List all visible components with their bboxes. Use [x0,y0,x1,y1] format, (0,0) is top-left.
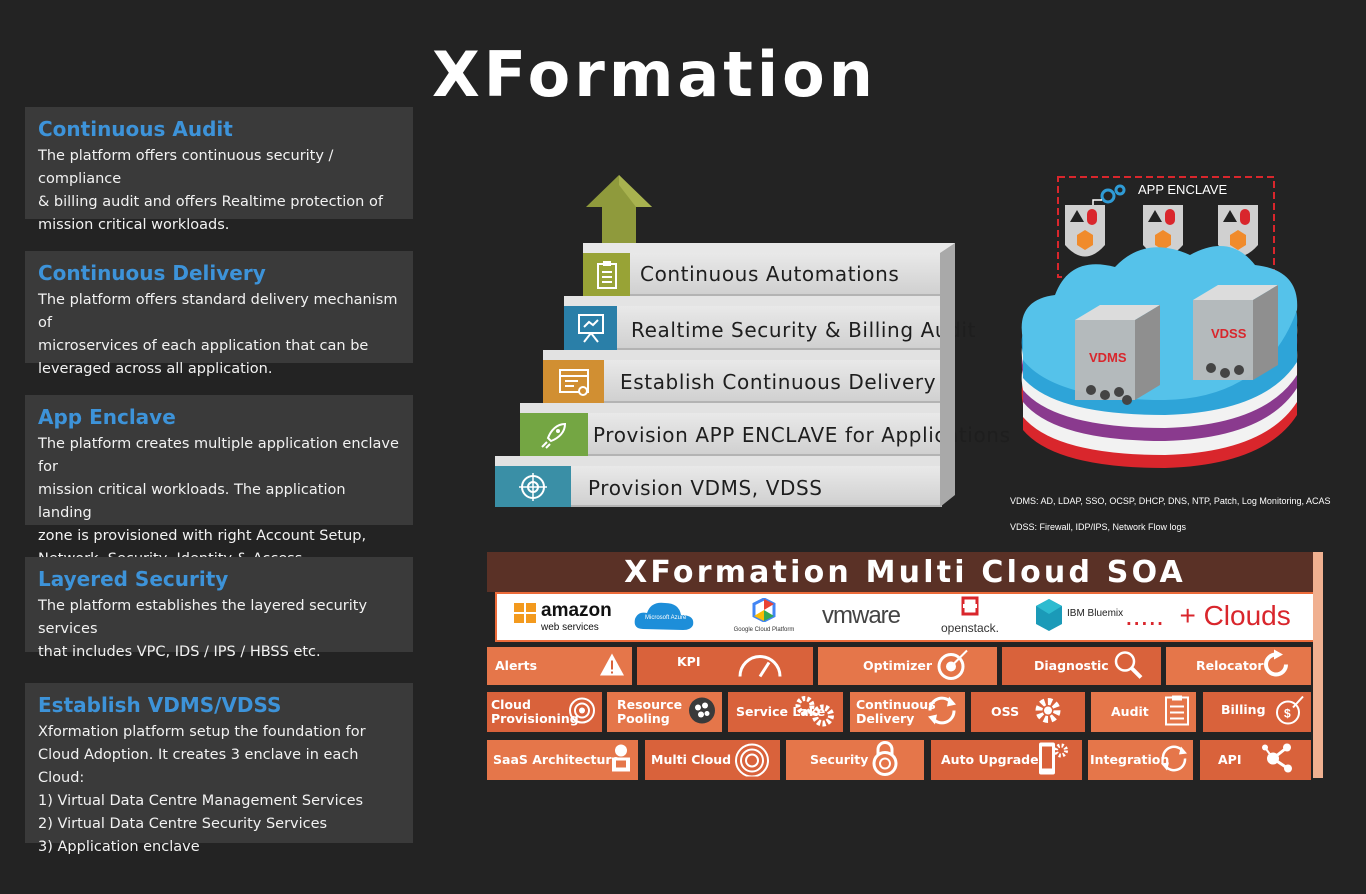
module-optimizer: Optimizer [818,647,997,685]
aws-cubes-icon [514,603,536,623]
app-enclave-label: APP ENCLAVE [1138,182,1228,197]
google-cloud-logo: Google Cloud Platform [733,597,795,633]
gauge-icon [737,651,783,682]
vdss-label: VDSS [1211,326,1247,341]
module-kpi: KPI [637,647,813,685]
stair-label: Establish Continuous Delivery [620,370,937,394]
module-security: Security [786,740,924,780]
info-layered-security: Layered Security The platform establishe… [25,557,413,660]
presentation-icon [564,306,617,350]
stair-label: Realtime Security & Billing Audit [631,318,977,342]
info-heading: Continuous Delivery [38,261,266,285]
module-audit: Audit [1091,692,1196,732]
stair-side-shade [940,243,955,507]
dollar-target-icon: $ [1275,695,1305,730]
module-cloud-provisioning: Cloud Provisioning [487,692,602,732]
stair-label: Continuous Automations [640,262,900,286]
share-nodes-icon [1261,743,1293,778]
checklist-icon [1164,695,1190,730]
more-clouds-label: ..... + Clouds [1125,600,1291,631]
orchestration-board: XFormation Multi Cloud SOA Orchestration… [487,552,1323,782]
info-text: Xformation platform setup the foundation… [38,724,366,855]
gears-icon [793,694,837,731]
module-auto-upgrades: Auto Upgrades [931,740,1082,780]
up-arrow-icon [586,175,652,247]
page-title: XFormation [432,38,877,111]
info-continuous-delivery: Continuous Delivery The platform offers … [25,251,413,377]
target-arrow-icon [937,649,969,684]
cloud-providers-row: amazon web services Microsoft Azure Goog… [495,592,1319,642]
rocket-icon [520,413,588,456]
module-api: API [1200,740,1311,780]
orchestration-title: XFormation Multi Cloud SOA Orchestration [487,552,1323,632]
phone-gear-icon [1036,741,1068,780]
stair-step-continuous-delivery [604,360,942,403]
refresh-icon [1261,649,1291,683]
module-resource-pooling: Resource Pooling [607,692,722,732]
vdss-note: VDSS: Firewall, IDP/IPS, Network Flow lo… [1010,522,1187,532]
module-continuous-delivery: Continuous Delivery [850,692,965,732]
lock-icon [870,741,900,780]
module-multi-cloud: Multi Cloud [645,740,780,780]
info-text: The platform offers continuous security … [38,148,383,233]
module-oss: OSS [971,692,1085,732]
cycle-icon [1159,744,1189,777]
stair-step-app-enclave [588,413,942,456]
module-service-lake: Service Lake [728,692,843,732]
stair-step-vdms-vdss [571,466,942,507]
info-heading: Continuous Audit [38,117,233,141]
info-text: The platform offers standard delivery me… [38,292,398,377]
stair-step-continuous-automations [630,253,940,296]
info-continuous-audit: Continuous Audit The platform offers con… [25,107,413,233]
module-billing: Billing $ [1203,692,1311,732]
module-alerts: Alerts [487,647,632,685]
vmware-logo: vmware [822,602,901,629]
info-app-enclave: App Enclave The platform creates multipl… [25,395,413,590]
module-saas-architecture: SaaS Architecture [487,740,638,780]
info-establish-vdms-vdss: Establish VDMS/VDSS Xformation platform … [25,683,413,855]
ripple-icon [728,741,776,780]
info-heading: Establish VDMS/VDSS [38,693,282,717]
target-icon [495,466,571,507]
clipboard-icon [583,253,630,296]
magnifier-icon [1113,650,1143,683]
pool-icon [688,697,716,728]
sync-arrows-icon [925,694,959,731]
engineer-icon [608,743,634,778]
info-heading: Layered Security [38,567,229,591]
stair-label: Provision VDMS, VDSS [588,476,823,500]
warning-icon [598,652,626,681]
vdms-note: VDMS: AD, LDAP, SSO, OCSP, DHCP, DNS, NT… [1010,496,1331,506]
module-integration: Integration [1088,740,1193,780]
vdms-label: VDMS [1089,350,1127,365]
gear-icon [1033,696,1063,729]
module-relocator: Relocator [1166,647,1311,685]
browser-code-icon [543,360,604,403]
stair-step-realtime-security [617,306,942,350]
info-heading: App Enclave [38,405,176,429]
ibm-bluemix-logo: IBM Bluemix [1034,598,1123,637]
board-side-shade [1313,552,1323,778]
module-diagnostic: Diagnostic [1002,647,1161,685]
target-icon [568,697,596,728]
openstack-logo: openstack. [935,596,1005,635]
azure-logo: Microsoft Azure [633,599,697,638]
svg-text:$: $ [1284,707,1291,721]
info-text: The platform establishes the layered sec… [38,598,368,660]
